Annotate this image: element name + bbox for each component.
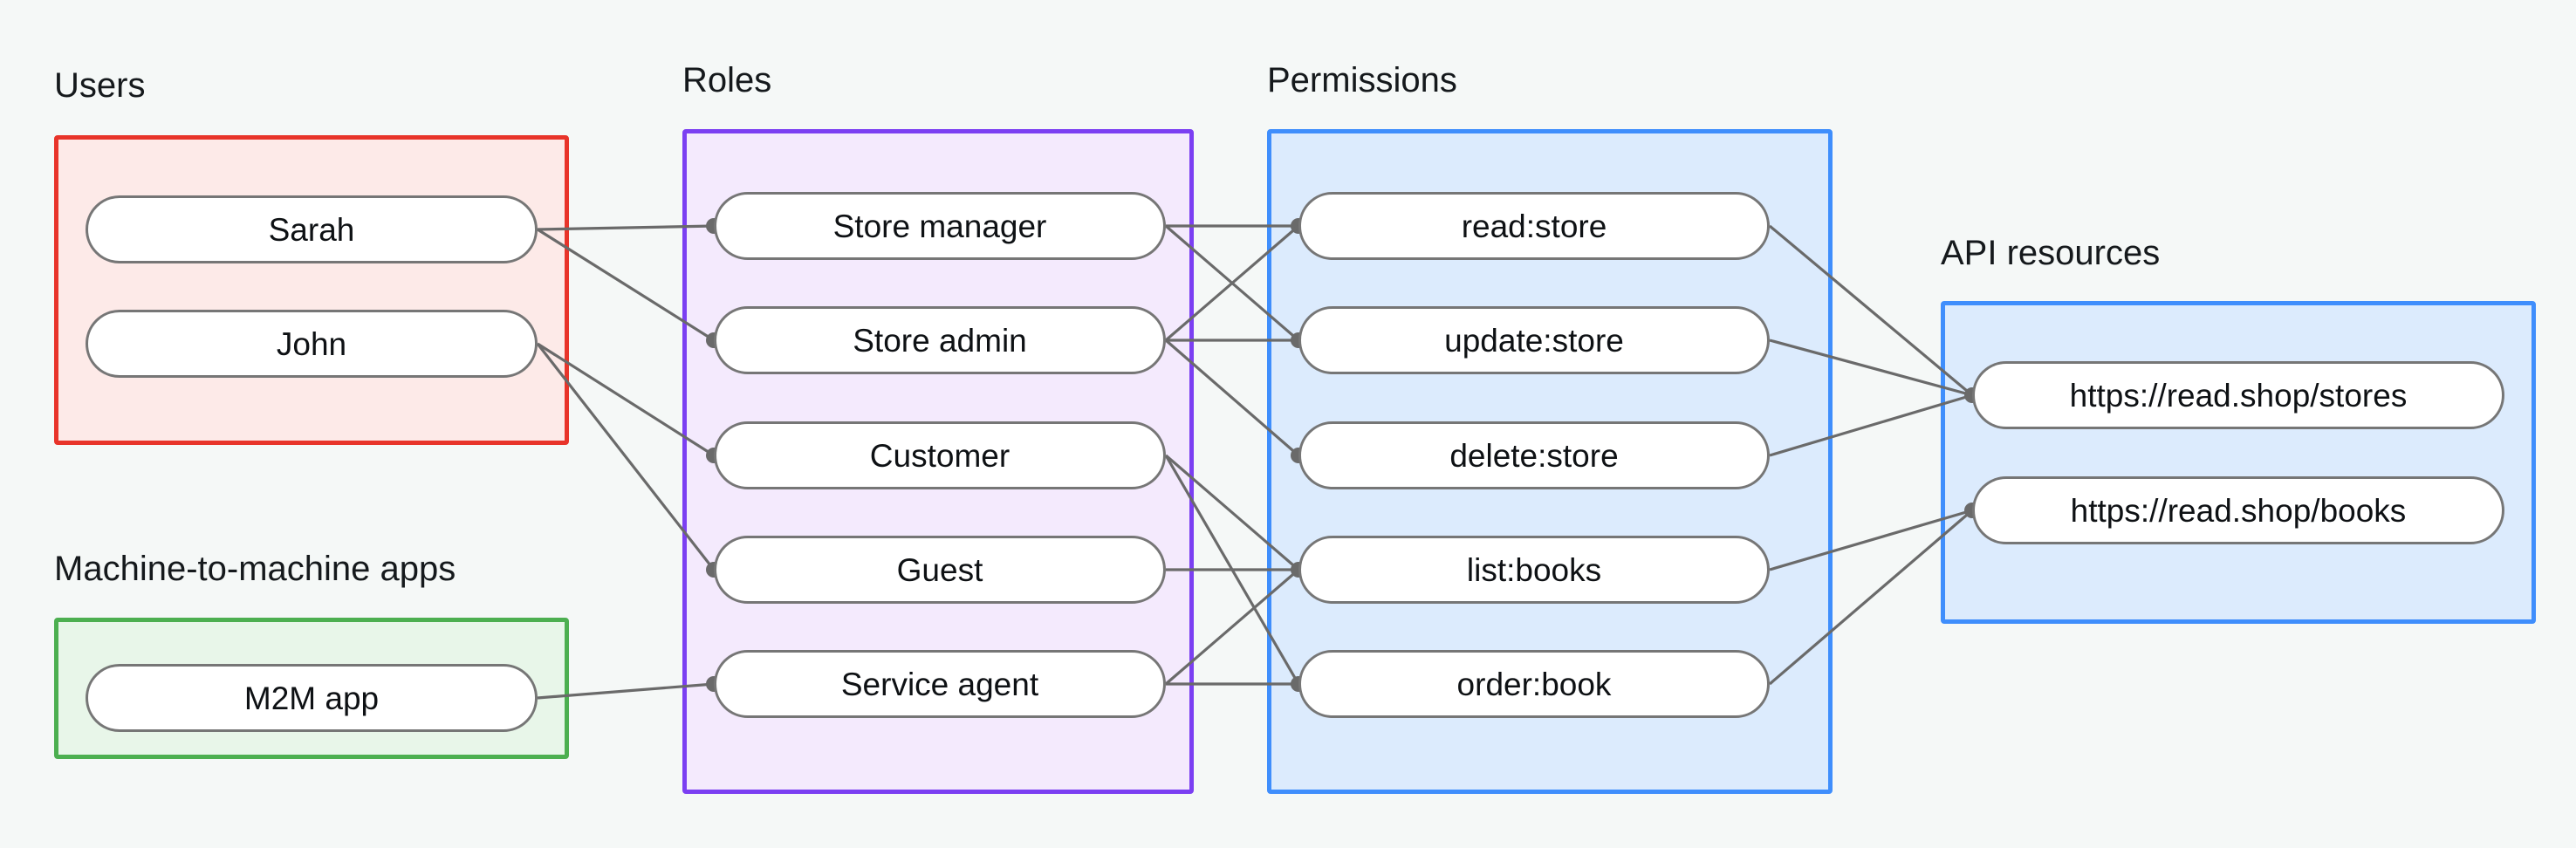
group-title-api_resources: API resources [1941,234,2161,272]
node-label-read_store: read:store [1461,208,1607,244]
group-box-api_resources [1941,301,2536,624]
node-label-service_agent: Service agent [840,666,1039,702]
node-delete_store[interactable]: delete:store [1298,421,1770,489]
node-read_store[interactable]: read:store [1298,192,1770,260]
node-label-guest: Guest [896,551,983,588]
node-store_admin[interactable]: Store admin [714,306,1166,374]
node-res_books[interactable]: https://read.shop/books [1972,476,2504,544]
node-label-john: John [276,325,347,362]
node-label-store_admin: Store admin [853,322,1027,359]
node-store_manager[interactable]: Store manager [714,192,1166,260]
node-guest[interactable]: Guest [714,536,1166,604]
node-label-res_books: https://read.shop/books [2070,492,2407,529]
node-m2mapp[interactable]: M2M app [86,664,538,732]
node-label-res_stores: https://read.shop/stores [2069,377,2408,414]
group-title-users: Users [54,66,146,105]
node-sarah[interactable]: Sarah [86,195,538,263]
node-label-customer: Customer [869,437,1011,474]
node-john[interactable]: John [86,310,538,378]
group-title-roles: Roles [682,61,772,99]
node-label-m2mapp: M2M app [243,680,380,716]
node-label-delete_store: delete:store [1449,437,1619,474]
node-label-sarah: Sarah [268,211,355,248]
node-customer[interactable]: Customer [714,421,1166,489]
group-box-users [54,135,569,445]
node-label-update_store: update:store [1444,322,1624,359]
group-title-m2m: Machine-to-machine apps [54,550,456,588]
node-update_store[interactable]: update:store [1298,306,1770,374]
node-label-store_manager: Store manager [832,208,1047,244]
node-list_books[interactable]: list:books [1298,536,1770,604]
group-title-permissions: Permissions [1267,61,1457,99]
node-label-list_books: list:books [1466,551,1602,588]
node-service_agent[interactable]: Service agent [714,650,1166,718]
node-order_book[interactable]: order:book [1298,650,1770,718]
node-label-order_book: order:book [1456,666,1612,702]
node-res_stores[interactable]: https://read.shop/stores [1972,361,2504,429]
